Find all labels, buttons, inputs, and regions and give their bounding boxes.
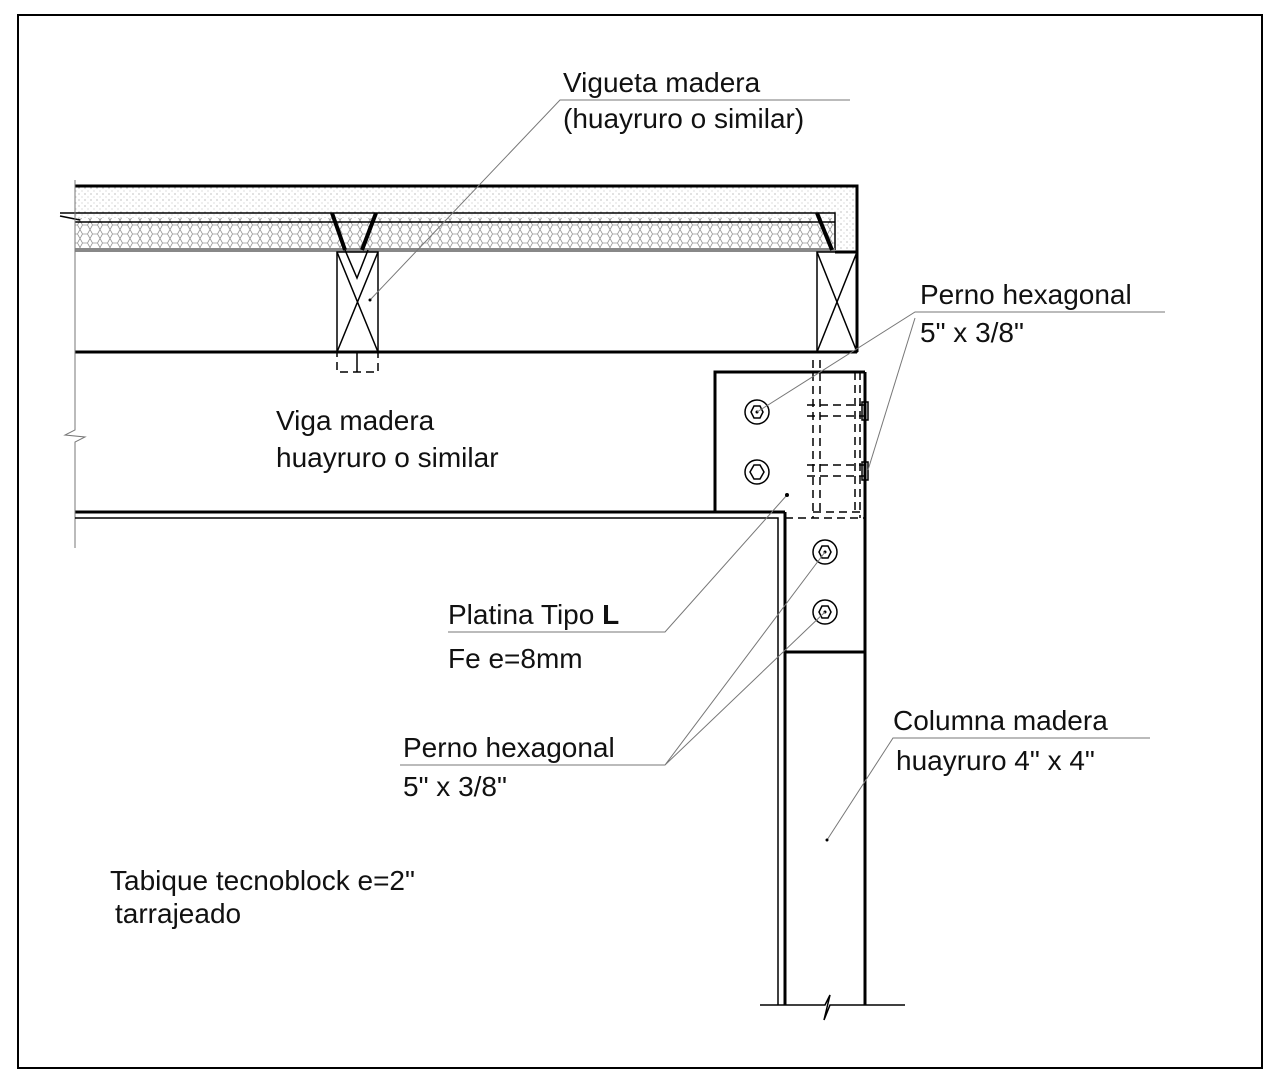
label-perno-top-title: Perno hexagonal [920,279,1132,310]
drawing-frame [17,14,1263,1069]
hex-bolt-2 [744,459,770,485]
label-viga-subtitle: huayruro o similar [276,442,499,473]
label-vigueta-subtitle: (huayruro o similar) [563,103,804,134]
label-platina-title: Platina Tipo L [448,599,619,630]
label-tabique-subtitle: tarrajeado [115,898,241,929]
joist-right [816,251,858,353]
label-columna-title: Columna madera [893,705,1108,736]
steel-plate-l [713,360,869,519]
label-vigueta-title: Vigueta madera [563,67,761,98]
label-viga-title: Viga madera [276,405,435,436]
joist-left [336,251,379,373]
label-perno-top-size: 5" x 3/8" [920,317,1024,348]
column [760,372,905,1021]
label-tabique-title: Tabique tecnoblock e=2" [110,865,415,896]
beam [63,180,857,548]
label-platina-thickness: Fe e=8mm [448,643,583,674]
partition-wall [75,517,779,1005]
leader-lines [368,99,1165,842]
label-perno-bottom-title: Perno hexagonal [403,732,615,763]
label-perno-bottom-size: 5" x 3/8" [403,771,507,802]
nails [330,212,834,280]
label-columna-size: huayruro 4" x 4" [896,745,1095,776]
floor-slab [59,184,859,352]
